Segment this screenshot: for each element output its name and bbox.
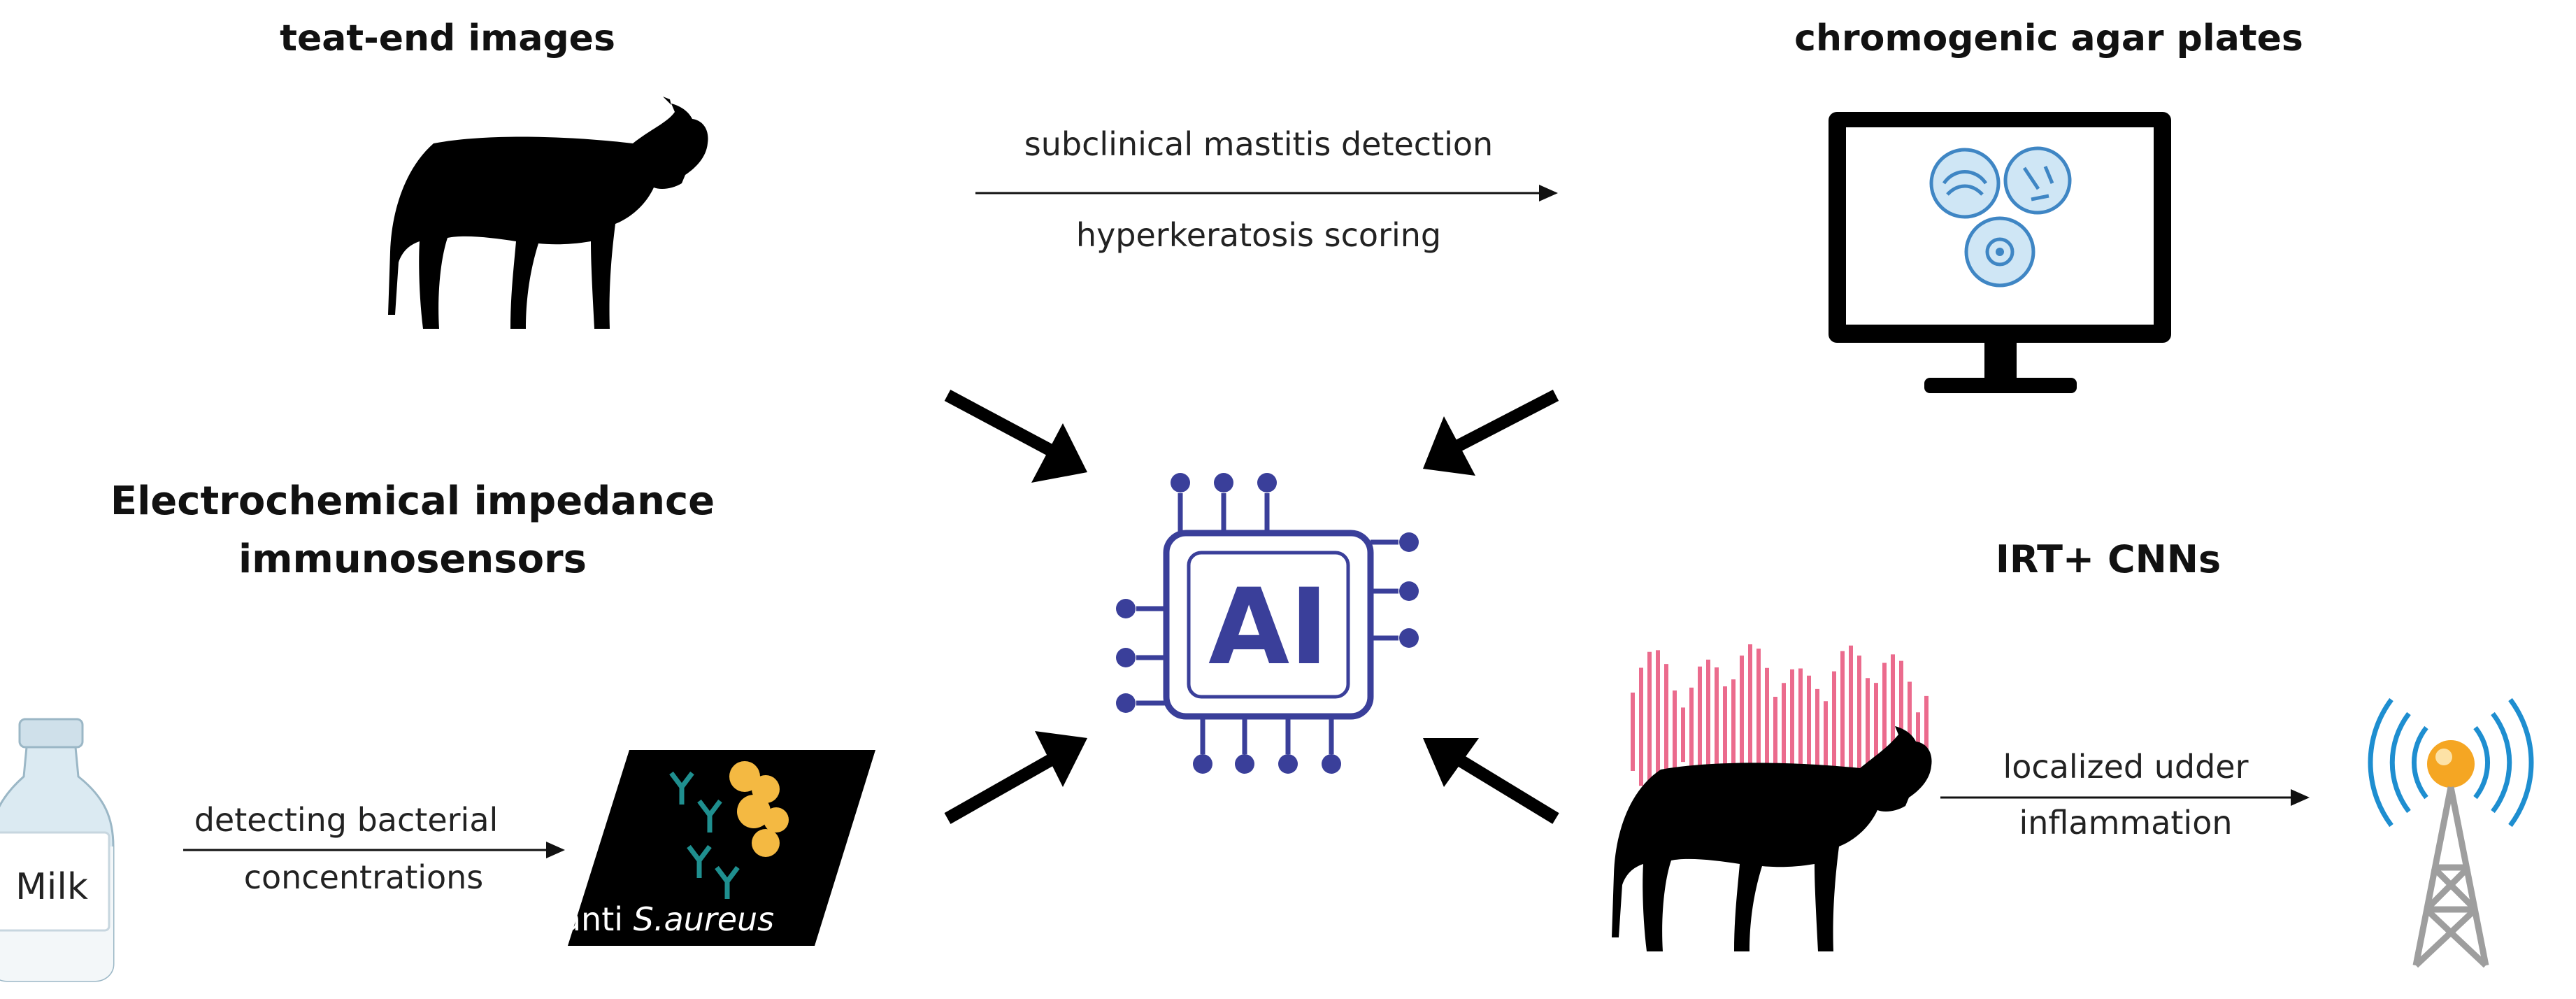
ai-chip-label: AI <box>1208 567 1329 688</box>
label-electrochemical-impedance: Electrochemical impedance <box>110 479 715 524</box>
sensor-card-label: anti S.aureus <box>561 900 774 938</box>
arrow-from-top-left <box>944 390 1087 483</box>
label-detecting-bacterial: detecting bacterial <box>194 801 499 839</box>
label-hyperkeratosis-scoring: hyperkeratosis scoring <box>1076 216 1441 254</box>
label-irt-cnns: IRT+ CNNs <box>1996 537 2221 581</box>
label-subclinical-mastitis-detection: subclinical mastitis detection <box>1024 125 1493 163</box>
petri-dish-icon <box>1964 216 2035 288</box>
arrow-from-bottom-right <box>1423 738 1559 824</box>
thermal-cow-icon <box>1612 644 1932 951</box>
milk-bottle-label: Milk <box>15 866 88 908</box>
milk-bottle-icon <box>0 718 115 982</box>
label-localized-udder: localized udder <box>2003 748 2249 786</box>
ai-chip-icon <box>1116 473 1419 774</box>
label-immunosensors: immunosensors <box>238 537 587 582</box>
sensor-card-icon <box>568 750 875 946</box>
signal-tower-icon <box>2368 697 2534 968</box>
label-chromogenic-agar-plates: chromogenic agar plates <box>1794 17 2303 59</box>
petri-dish-icon <box>2003 146 2072 215</box>
label-inflammation: inflammation <box>2019 804 2232 842</box>
arrow-from-bottom-left <box>944 731 1087 824</box>
arrow-from-top-right <box>1423 390 1559 476</box>
label-concentrations: concentrations <box>244 858 484 896</box>
cow-silhouette-icon <box>388 97 708 329</box>
label-teat-end-images: teat-end images <box>280 17 615 59</box>
petri-dish-icon <box>1929 148 2001 219</box>
